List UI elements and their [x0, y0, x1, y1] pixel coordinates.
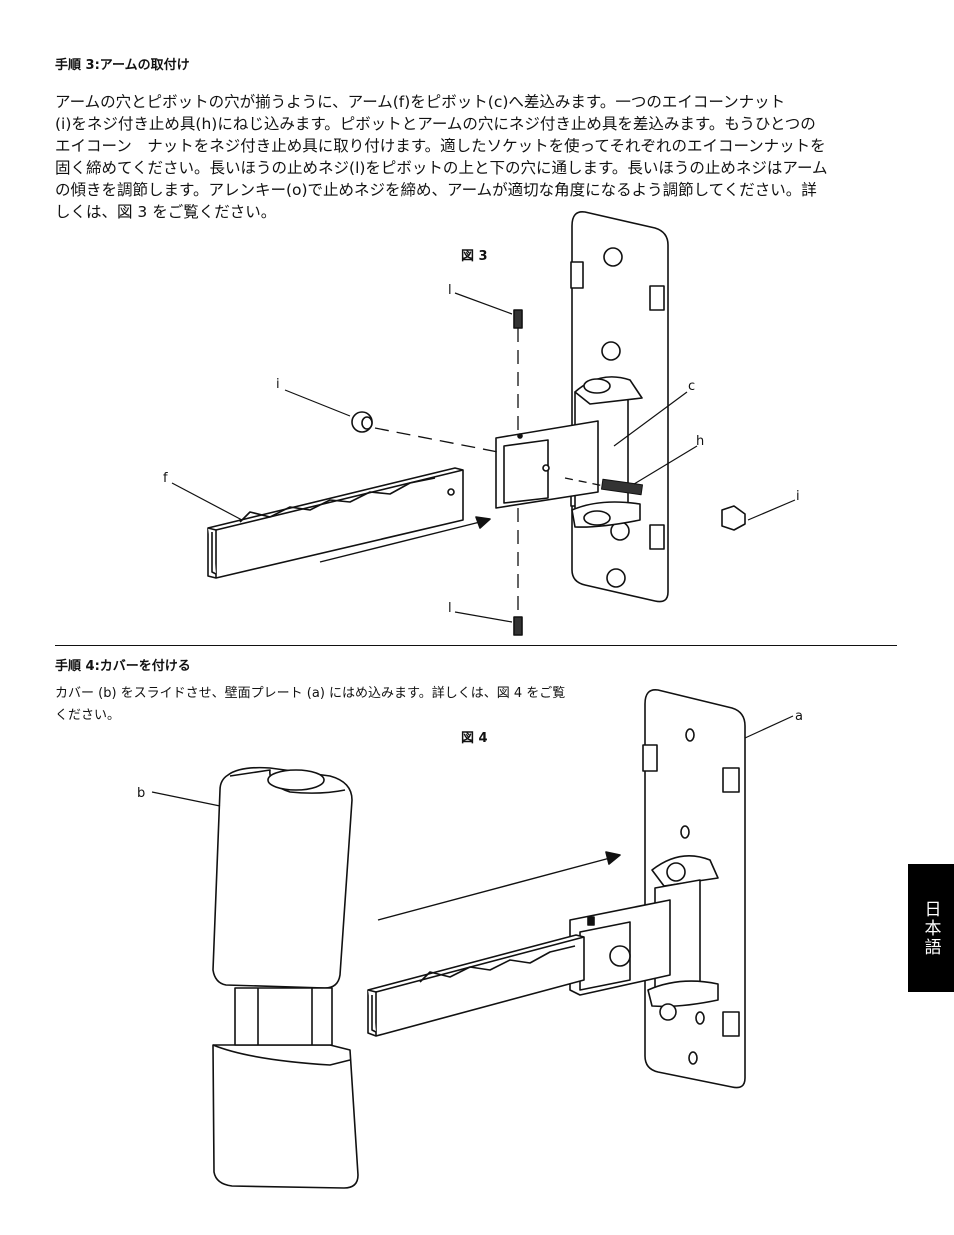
callout-h: h [696, 434, 704, 449]
plate-bolt-1 [603, 247, 623, 267]
callout-a: a [795, 709, 803, 724]
callout-b: b [137, 786, 145, 801]
step3-line-2: (i)をネジ付き止め具(h)にねじ込みます。ピボットとアームの穴にネジ付き止め具… [55, 115, 816, 133]
acorn-nut-i-right [721, 505, 746, 531]
plate-bolt-4 [606, 568, 626, 588]
step3-line-1: アームの穴とピボットの穴が揃うように、アーム(f)をピボット(c)へ差込みます。… [55, 93, 786, 111]
plate-bolt-2 [601, 341, 621, 361]
step3-line-6: しくは、図 3 をご覧ください。 [55, 203, 277, 221]
step3-heading: 手順 3:アームの取付け [55, 58, 190, 73]
step3-line-4: 固く締めてください。長いほうの止めネジ(l)をピボットの上と下の穴に通します。長… [55, 159, 828, 177]
step4-heading: 手順 4:カバーを付ける [55, 659, 191, 674]
step3-line-3: エイコーン ナットをネジ付き止め具に取り付けます。適したソケットを使ってそれぞれ… [55, 137, 826, 155]
step4-line-2: ください。 [55, 708, 121, 723]
figure-3-label: 図 3 [461, 249, 488, 264]
step4-paragraph: カバー (b) をスライドさせ、壁面プレート (a) にはめ込みます。詳しくは、… [55, 683, 615, 727]
threaded-fastener-h [600, 478, 644, 496]
cover-b-lower [212, 1044, 359, 1189]
arm-f [207, 467, 464, 579]
step3-line-5: の傾きを調節します。アレンキー(o)で止めネジを締め、アームが適切な角度になるよ… [55, 181, 817, 199]
cover-b-upper [212, 766, 353, 989]
callout-i-left: i [276, 377, 280, 392]
set-screw-l-bottom [513, 616, 523, 636]
language-tab: 日本語 [908, 864, 954, 992]
callout-c: c [688, 379, 695, 394]
section-divider [55, 645, 897, 646]
acorn-nut-i-left [351, 411, 373, 433]
callout-f: f [163, 471, 168, 486]
callout-l-bottom: l [448, 601, 452, 616]
step3-paragraph: アームの穴とピボットの穴が揃うように、アーム(f)をピボット(c)へ差込みます。… [55, 91, 905, 223]
figure-3-illustration: l i f c h i l [163, 210, 800, 636]
figure-4-label: 図 4 [461, 731, 488, 746]
callout-l-top: l [448, 283, 452, 298]
callout-i-right: i [796, 489, 800, 504]
set-screw-l-top [513, 309, 523, 329]
step4-line-1: カバー (b) をスライドさせ、壁面プレート (a) にはめ込みます。詳しくは、… [55, 686, 566, 701]
